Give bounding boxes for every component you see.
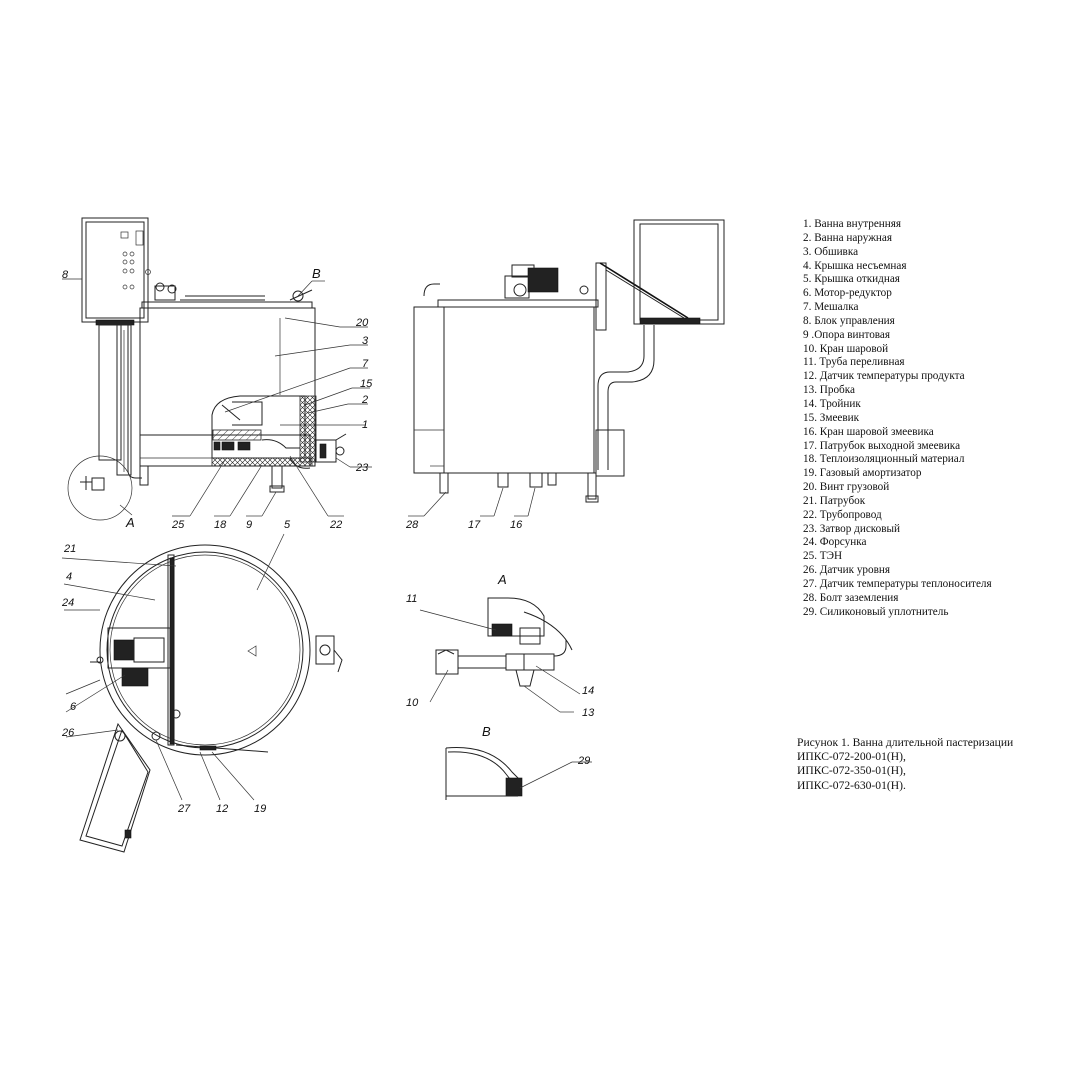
legend-item: 22. Трубопровод — [803, 508, 882, 521]
callout-1: 1 — [362, 419, 368, 431]
view-label-b-detail: В — [482, 724, 491, 739]
callout-8: 8 — [62, 269, 69, 281]
front-view — [62, 217, 372, 521]
legend-item: 20. Винт грузовой — [803, 481, 890, 494]
callout-16: 16 — [510, 519, 523, 531]
parts-legend: 1. Ванна внутренняя 2. Ванна наружная 3.… — [803, 218, 992, 619]
view-label-b-front: В — [312, 266, 321, 281]
legend-item: 19. Газовый амортизатор — [803, 467, 922, 480]
callout-5: 5 — [284, 519, 291, 531]
legend-item: 28. Болт заземления — [803, 591, 899, 604]
legend-item: 1. Ванна внутренняя — [803, 218, 902, 230]
callout-11: 11 — [406, 593, 417, 605]
detail-b-view — [445, 747, 592, 800]
figure-caption: Рисунок 1. Ванна длительной пастеризации… — [797, 736, 1013, 793]
disc-valve — [315, 433, 347, 463]
callout-21: 21 — [63, 543, 76, 555]
callout-7: 7 — [362, 358, 369, 370]
legend-item: 25. ТЭН — [803, 550, 843, 563]
legend-item: 18. Теплоизоляционный материал — [803, 453, 965, 466]
legend-item: 8. Блок управления — [803, 314, 895, 327]
callout-28: 28 — [405, 519, 419, 531]
callout-13: 13 — [582, 707, 595, 719]
legend-item: 3. Обшивка — [803, 245, 859, 258]
open-lid-panel — [79, 722, 151, 853]
top-motor — [107, 627, 171, 687]
inner-vessel-cutaway — [211, 395, 317, 469]
legend-item: 27. Датчик температуры теплоносителя — [803, 577, 992, 590]
legend-item: 7. Мешалка — [803, 301, 859, 314]
callout-6: 6 — [70, 701, 77, 713]
callout-9: 9 — [246, 519, 252, 531]
front-view-leaders — [62, 278, 372, 517]
callout-2: 2 — [361, 394, 368, 406]
legend-item: 26. Датчик уровня — [803, 564, 891, 577]
legend-item: 17. Патрубок выходной змеевика — [803, 439, 961, 452]
legend-item: 5. Крышка откидная — [803, 273, 900, 286]
legend-item: 16. Кран шаровой змеевика — [803, 425, 934, 438]
legend-item: 10. Кран шаровой — [803, 342, 889, 355]
legend-item: 24. Форсунка — [803, 536, 867, 549]
legend-item: 13. Пробка — [803, 384, 855, 397]
caption-model: ИПКС-072-350-01(Н), — [797, 764, 906, 778]
legend-item: 11. Труба переливная — [803, 356, 905, 369]
detail-a-view — [419, 597, 581, 713]
top-view — [61, 533, 343, 853]
side-view — [408, 219, 725, 517]
side-motor — [504, 264, 589, 299]
caption-model: ИПКС-072-630-01(Н). — [797, 778, 906, 792]
legend-item: 23. Затвор дисковый — [803, 522, 901, 535]
callout-14: 14 — [582, 685, 594, 697]
caption-model: ИПКС-072-200-01(Н), — [797, 750, 906, 764]
view-label-a-detail: А — [497, 572, 507, 587]
legend-item: 21. Патрубок — [803, 494, 866, 507]
callout-12: 12 — [216, 803, 228, 815]
legend-item: 15. Змеевик — [803, 411, 860, 424]
callout-23: 23 — [355, 462, 369, 474]
legend-item: 4. Крышка несъемная — [803, 259, 907, 272]
callout-10: 10 — [406, 697, 419, 709]
legend-item: 14. Тройник — [803, 397, 861, 410]
legend-item: 2. Ванна наружная — [803, 231, 893, 244]
callout-19: 19 — [254, 803, 266, 815]
detail-a-marker — [67, 455, 133, 521]
legend-item: 29. Силиконовый уплотнитель — [803, 605, 949, 618]
callout-20: 20 — [355, 317, 369, 329]
callout-4: 4 — [66, 571, 72, 583]
callout-15: 15 — [360, 378, 373, 390]
control-unit — [81, 217, 151, 326]
callout-labels: 8 20 3 7 15 2 1 23 25 18 9 5 22 28 17 16… — [61, 266, 595, 815]
legend-item: 6. Мотор-редуктор — [803, 287, 892, 300]
callout-18: 18 — [214, 519, 227, 531]
top-fittings — [154, 282, 313, 302]
view-label-a-front: А — [125, 515, 135, 530]
callout-24: 24 — [61, 597, 74, 609]
callout-29: 29 — [577, 755, 590, 767]
legend-item: 9 .Опора винтовая — [803, 328, 891, 341]
legend-item: 12. Датчик температуры продукта — [803, 370, 965, 383]
callout-17: 17 — [468, 519, 481, 531]
callout-27: 27 — [177, 803, 191, 815]
caption-title: Рисунок 1. Ванна длительной пастеризации — [797, 736, 1014, 749]
callout-26: 26 — [61, 727, 75, 739]
callout-3: 3 — [362, 335, 369, 347]
callout-25: 25 — [171, 519, 185, 531]
callout-22: 22 — [329, 519, 342, 531]
